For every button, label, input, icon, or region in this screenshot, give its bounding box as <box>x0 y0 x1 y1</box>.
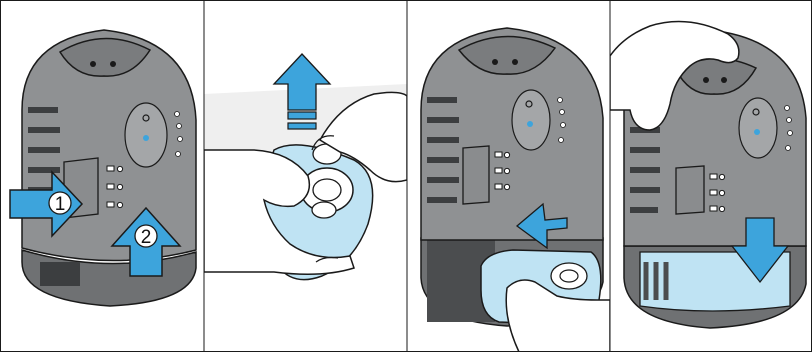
step-1-illustration: 1 2 <box>0 0 204 352</box>
step-1-panel: 1 2 <box>0 0 204 352</box>
led-indicator-icon <box>527 121 533 127</box>
step-2-illustration <box>204 0 407 352</box>
step-3-illustration <box>407 0 610 352</box>
step-marker-1: 1 <box>55 194 66 215</box>
step-4-panel <box>610 0 812 352</box>
led-indicator-icon <box>143 135 149 141</box>
step-3-panel <box>407 0 610 352</box>
led-indicator-icon <box>754 129 760 135</box>
step-marker-2: 2 <box>141 227 152 248</box>
step-4-illustration <box>610 0 812 352</box>
step-2-panel <box>204 0 407 352</box>
